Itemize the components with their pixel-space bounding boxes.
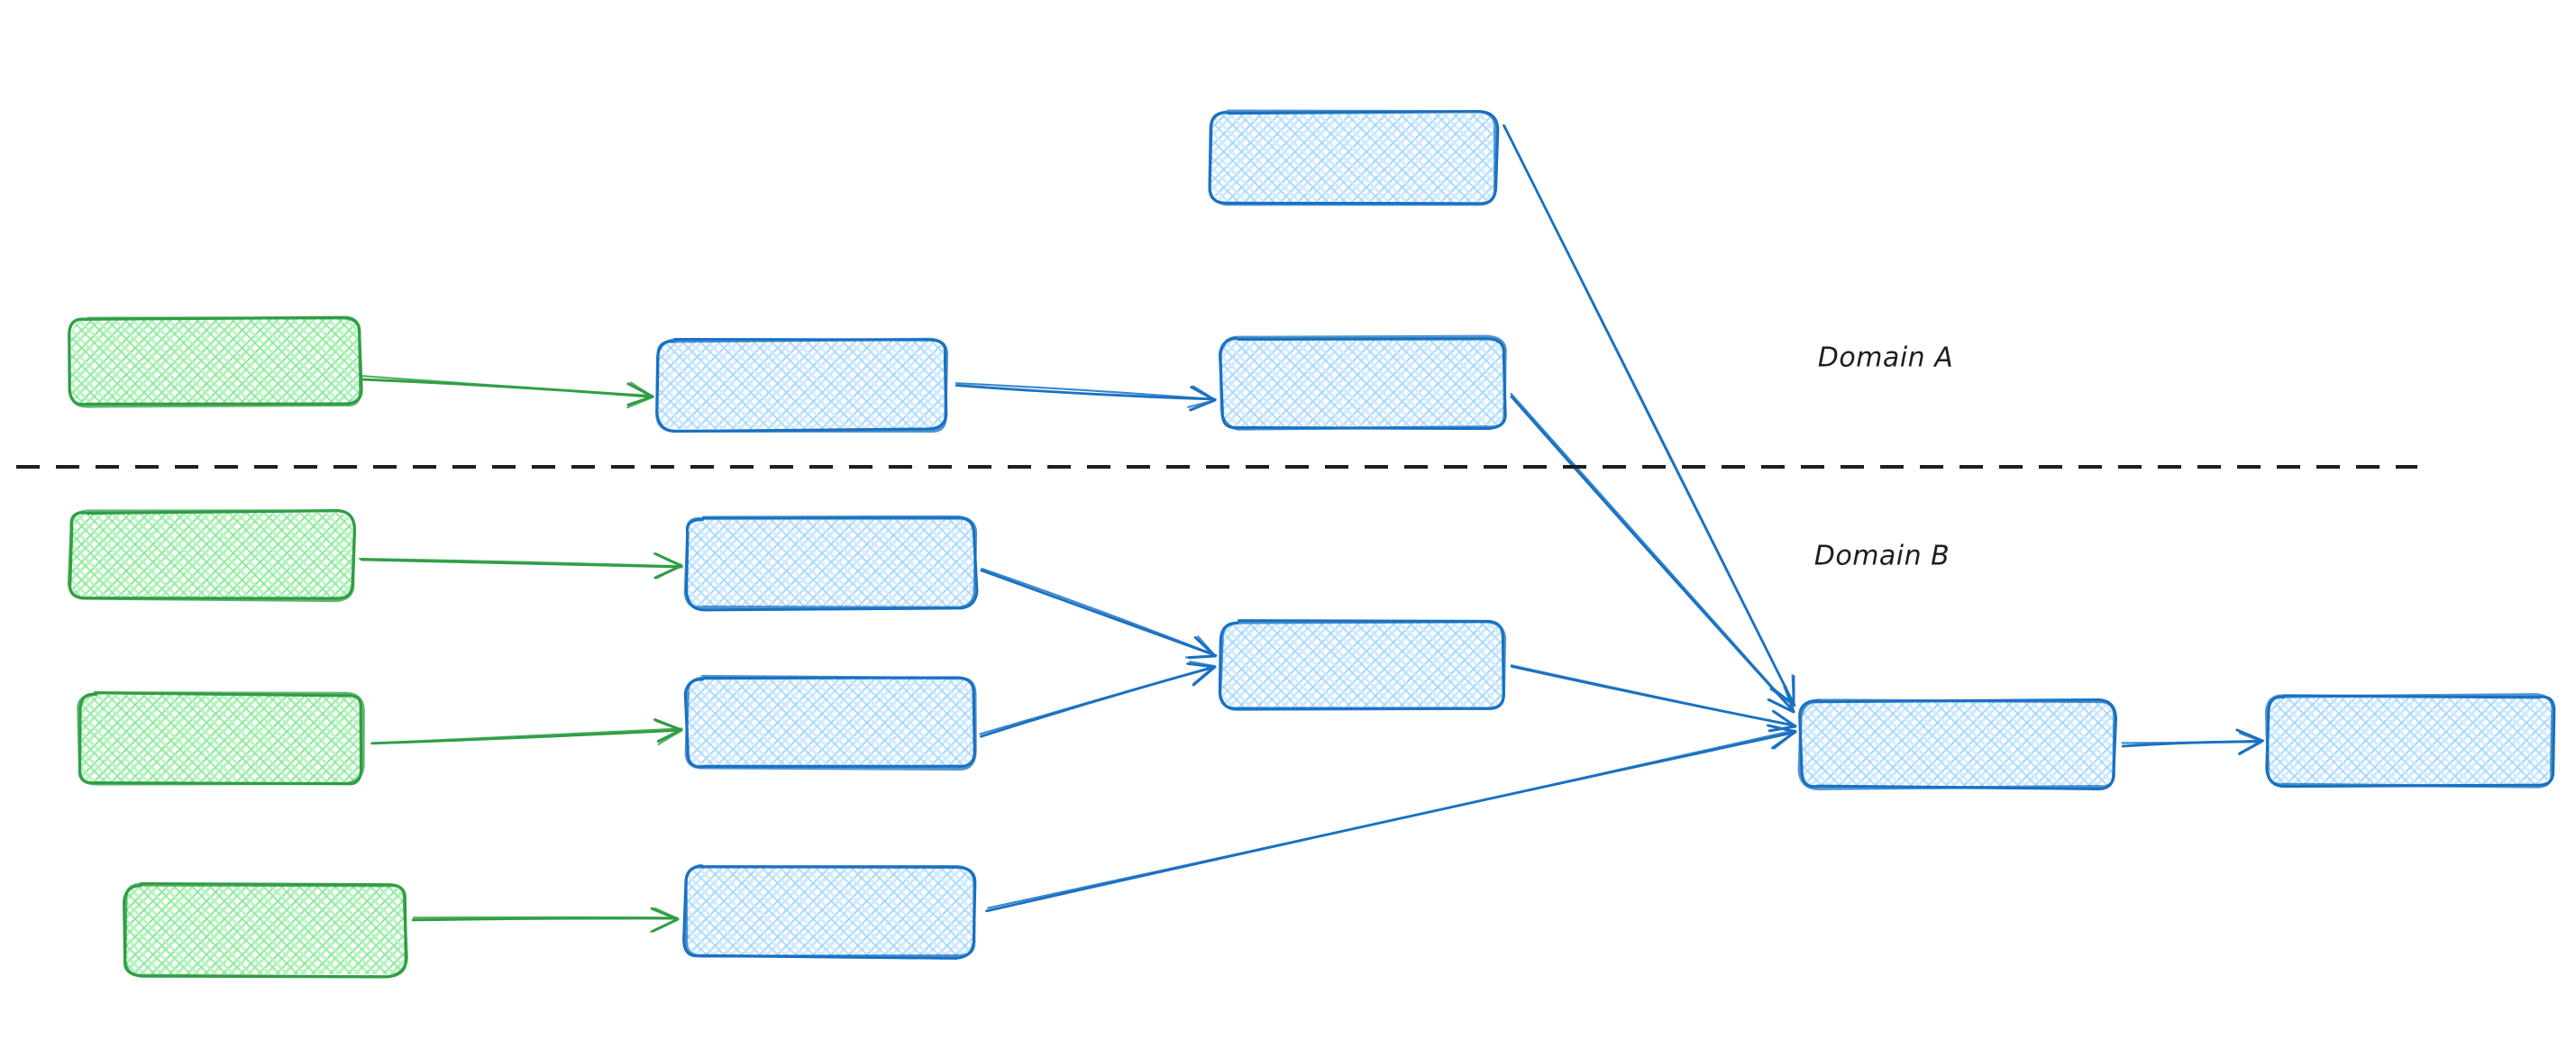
edges-layer bbox=[358, 123, 2264, 933]
edge-green-b2-to-blue-b2[interactable] bbox=[370, 718, 683, 745]
edge-blue-a1-to-blue-a2[interactable] bbox=[955, 382, 1217, 412]
blue-node-domain-b-final[interactable] bbox=[2264, 693, 2556, 789]
blue-node-domain-b-2[interactable] bbox=[683, 674, 977, 771]
blue-node-domain-b-1-fill bbox=[688, 519, 974, 607]
blue-node-domain-b-final-fill bbox=[2269, 697, 2552, 785]
edge-blue-b1-to-blue-b4[interactable] bbox=[980, 567, 1218, 660]
blue-node-domain-b-2-fill bbox=[688, 679, 974, 767]
green-node-domain-a-1[interactable] bbox=[68, 315, 363, 408]
edge-green-a1-to-blue-a1[interactable] bbox=[361, 375, 654, 409]
edge-blue-b2-to-blue-b4[interactable] bbox=[979, 661, 1217, 738]
green-node-domain-b-2-fill bbox=[80, 695, 361, 783]
blue-node-domain-b-3-fill bbox=[686, 868, 973, 956]
green-node-domain-b-1[interactable] bbox=[67, 509, 357, 603]
blue-node-domain-a-top-fill bbox=[1211, 114, 1495, 202]
nodes-layer bbox=[67, 109, 2556, 979]
blue-node-domain-b-merge-fill bbox=[1222, 623, 1503, 709]
edge-blue-a3-to-blue-b5[interactable] bbox=[1503, 123, 1796, 707]
blue-node-domain-b-1[interactable] bbox=[683, 515, 979, 612]
green-node-domain-b-2[interactable] bbox=[77, 691, 365, 786]
blue-node-domain-a-2-fill bbox=[1222, 339, 1504, 427]
edge-green-b1-to-blue-b1[interactable] bbox=[358, 552, 683, 579]
blue-node-domain-a-1[interactable] bbox=[655, 337, 949, 433]
edge-blue-a2-to-blue-b5[interactable] bbox=[1510, 392, 1795, 714]
green-node-domain-a-1-fill bbox=[71, 319, 360, 405]
green-node-domain-b-1-fill bbox=[71, 513, 352, 598]
edge-blue-b4-to-blue-b5[interactable] bbox=[1510, 664, 1797, 733]
domain-a-label: Domain A bbox=[1818, 342, 1953, 374]
edge-blue-b3-to-blue-b5[interactable] bbox=[985, 724, 1797, 913]
domain-b-label: Domain B bbox=[1814, 541, 1950, 572]
green-node-domain-b-3[interactable] bbox=[123, 881, 408, 979]
blue-node-domain-a-2[interactable] bbox=[1218, 334, 1507, 431]
blue-node-domain-b-sink-fill bbox=[1802, 702, 2114, 787]
green-node-domain-b-3-fill bbox=[125, 886, 405, 974]
blue-node-domain-a-1-fill bbox=[659, 341, 945, 429]
blue-node-domain-a-top[interactable] bbox=[1208, 109, 1500, 206]
blue-node-domain-b-3[interactable] bbox=[682, 863, 977, 960]
blue-node-domain-b-sink[interactable] bbox=[1797, 698, 2118, 790]
edge-blue-b5-to-blue-b6[interactable] bbox=[2121, 728, 2264, 756]
edge-green-b3-to-blue-b3[interactable] bbox=[411, 907, 680, 933]
blue-node-domain-b-merge[interactable] bbox=[1218, 619, 1507, 711]
